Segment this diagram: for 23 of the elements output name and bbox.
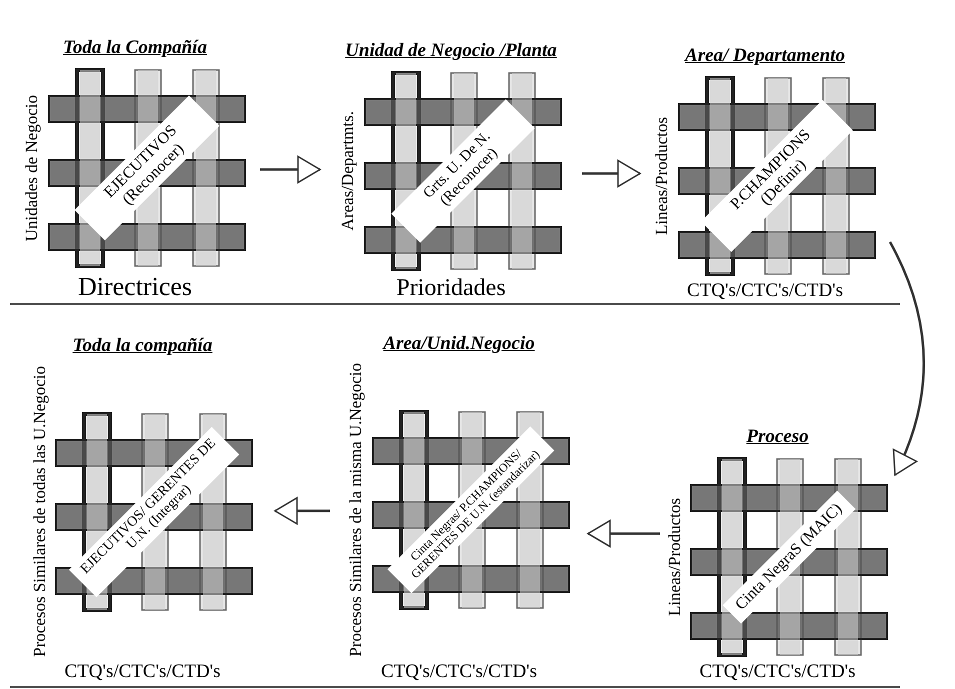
side-label: Areas/Departmts. [339, 111, 357, 231]
bottom-label: CTQ's/CTC's/CTD's [687, 280, 843, 302]
arrow [274, 497, 330, 525]
arrow [587, 520, 660, 548]
bottom-label: CTQ's/CTC's/CTD's [700, 661, 856, 683]
side-label: Lineas/Productos [666, 498, 684, 616]
panel-heading: Toda la Compañía [63, 36, 207, 60]
panel-heading: Unidad de Negocio /Planta [345, 39, 557, 63]
bottom-label: Directrices [78, 272, 192, 302]
side-label: Lineas/Productos [653, 116, 671, 236]
panel-heading: Area/ Departamento [685, 44, 845, 68]
arrow [260, 156, 321, 184]
arrow [582, 160, 641, 188]
panel-heading: Toda la compañía [72, 334, 212, 358]
panel-heading: Proceso [746, 425, 809, 449]
side-label: Unidades de Negocio [23, 94, 41, 242]
curved-arrow [888, 241, 925, 476]
bottom-label: CTQ's/CTC's/CTD's [381, 661, 537, 683]
bottom-label: CTQ's/CTC's/CTD's [64, 661, 220, 683]
panel-heading: Area/Unid.Negocio [383, 332, 535, 356]
bottom-label: Prioridades [396, 275, 506, 302]
side-label: Procesos Similares de la misma U.Negocio [347, 363, 365, 657]
side-label: Procesos Similares de todas las U.Negocio [30, 366, 48, 657]
